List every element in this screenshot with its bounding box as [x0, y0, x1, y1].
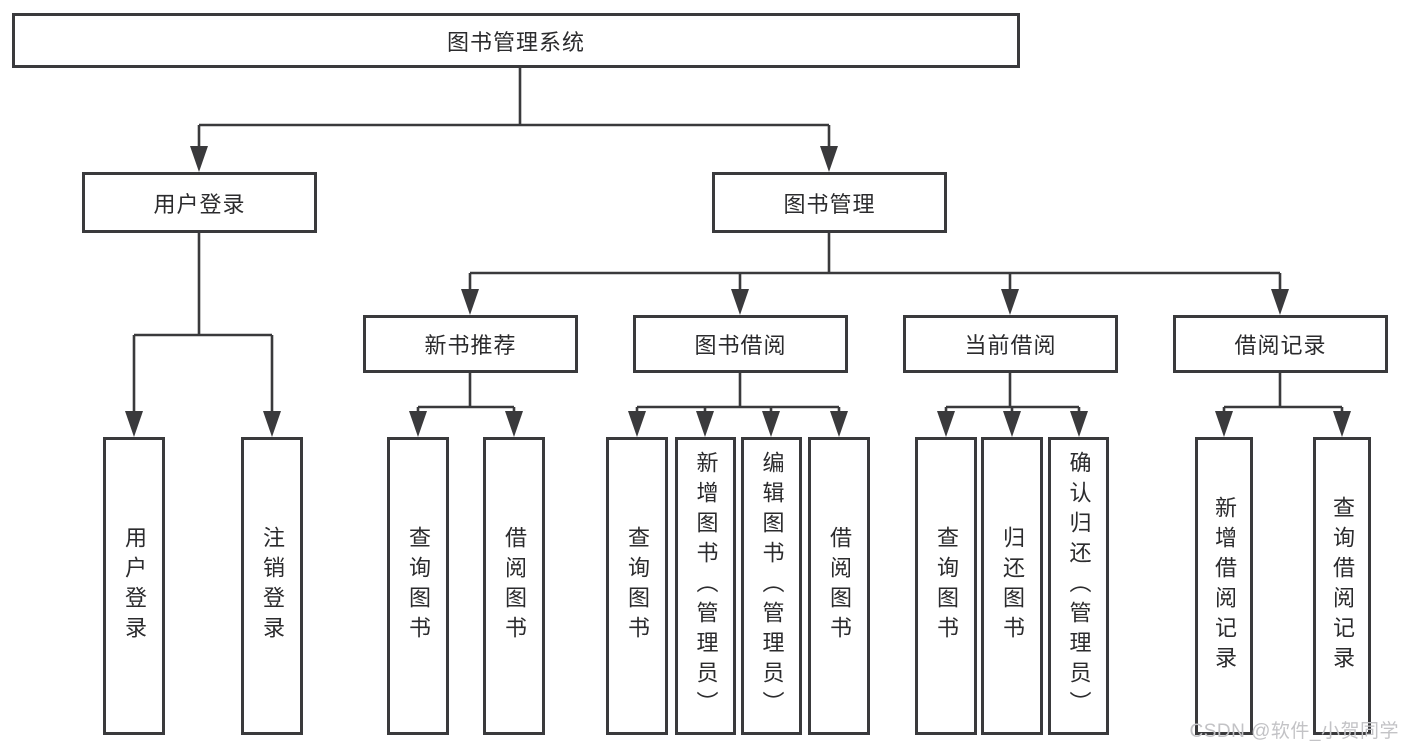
- connector-recommend-children: [409, 373, 523, 437]
- leaf-borrow-borrow-books: 借阅图书: [808, 437, 870, 735]
- connector-root-to-level2: [190, 68, 838, 172]
- leaf-current-return-books: 归还图书: [981, 437, 1043, 735]
- leaf-logout: 注销登录: [241, 437, 303, 735]
- leaf-recommend-borrow-books: 借阅图书: [483, 437, 545, 735]
- node-book-management: 图书管理: [712, 172, 947, 233]
- leaf-current-query-books: 查询图书: [915, 437, 977, 735]
- node-current-borrow: 当前借阅: [903, 315, 1118, 373]
- node-user-login: 用户登录: [82, 172, 317, 233]
- node-root: 图书管理系统: [12, 13, 1020, 68]
- node-book-borrow: 图书借阅: [633, 315, 848, 373]
- connector-borrow-children: [628, 373, 848, 437]
- connector-current-children: [937, 373, 1088, 437]
- watermark: CSDN @软件_小贺同学: [1189, 721, 1399, 742]
- leaf-user-login: 用户登录: [103, 437, 165, 735]
- leaf-current-confirm-return-admin: 确认归还（管理员）: [1048, 437, 1109, 735]
- leaf-borrow-edit-books-admin: 编辑图书（管理员）: [741, 437, 802, 735]
- connector-user-login-children: [125, 233, 281, 437]
- leaf-recommend-query-books: 查询图书: [387, 437, 449, 735]
- node-borrow-records: 借阅记录: [1173, 315, 1388, 373]
- leaf-borrow-add-books-admin: 新增图书（管理员）: [675, 437, 736, 735]
- leaf-borrow-query-books: 查询图书: [606, 437, 668, 735]
- connector-records-children: [1215, 373, 1351, 437]
- leaf-records-query-record: 查询借阅记录: [1313, 437, 1371, 735]
- leaf-records-add-record: 新增借阅记录: [1195, 437, 1253, 735]
- node-new-book-recommend: 新书推荐: [363, 315, 578, 373]
- connector-book-management-children: [461, 233, 1289, 315]
